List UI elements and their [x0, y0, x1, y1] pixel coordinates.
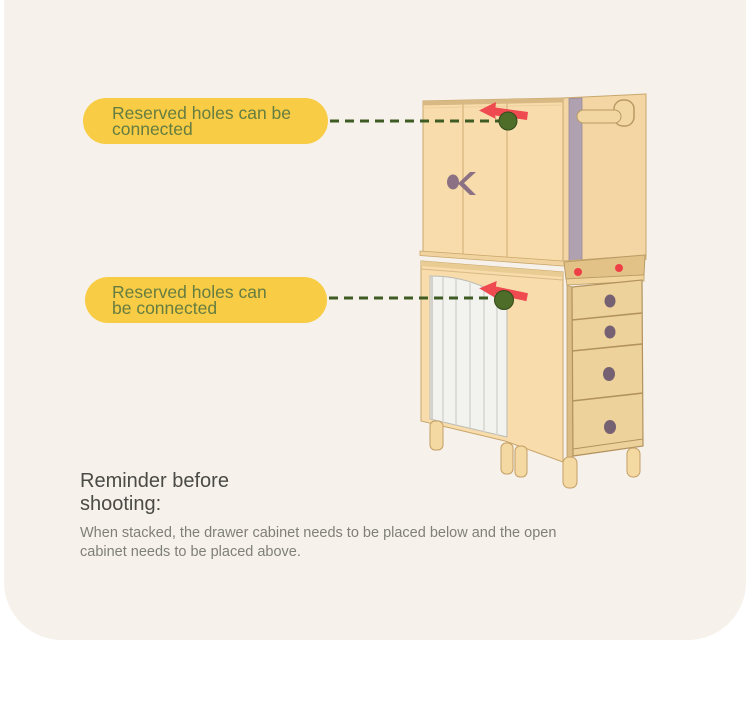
reminder-heading: Reminder before shooting: — [80, 470, 229, 516]
callout-text: Reserved holes can be connected — [112, 103, 291, 139]
callout-line: Reserved holes can be — [112, 103, 291, 123]
reminder-heading-line: Reminder before — [80, 470, 229, 492]
reminder-body: When stacked, the drawer cabinet needs t… — [80, 525, 557, 560]
reminder-heading-line: shooting: — [80, 493, 162, 515]
callout-reserved-holes-top: Reserved holes can be connected — [83, 98, 328, 144]
callout-text: Reserved holes can be connected — [112, 282, 267, 318]
callout-reserved-holes-bottom: Reserved holes can be connected — [85, 277, 327, 323]
callout-line: be connected — [112, 298, 218, 318]
callout-line: Reserved holes can — [112, 282, 267, 302]
callout-line: connected — [112, 119, 193, 139]
